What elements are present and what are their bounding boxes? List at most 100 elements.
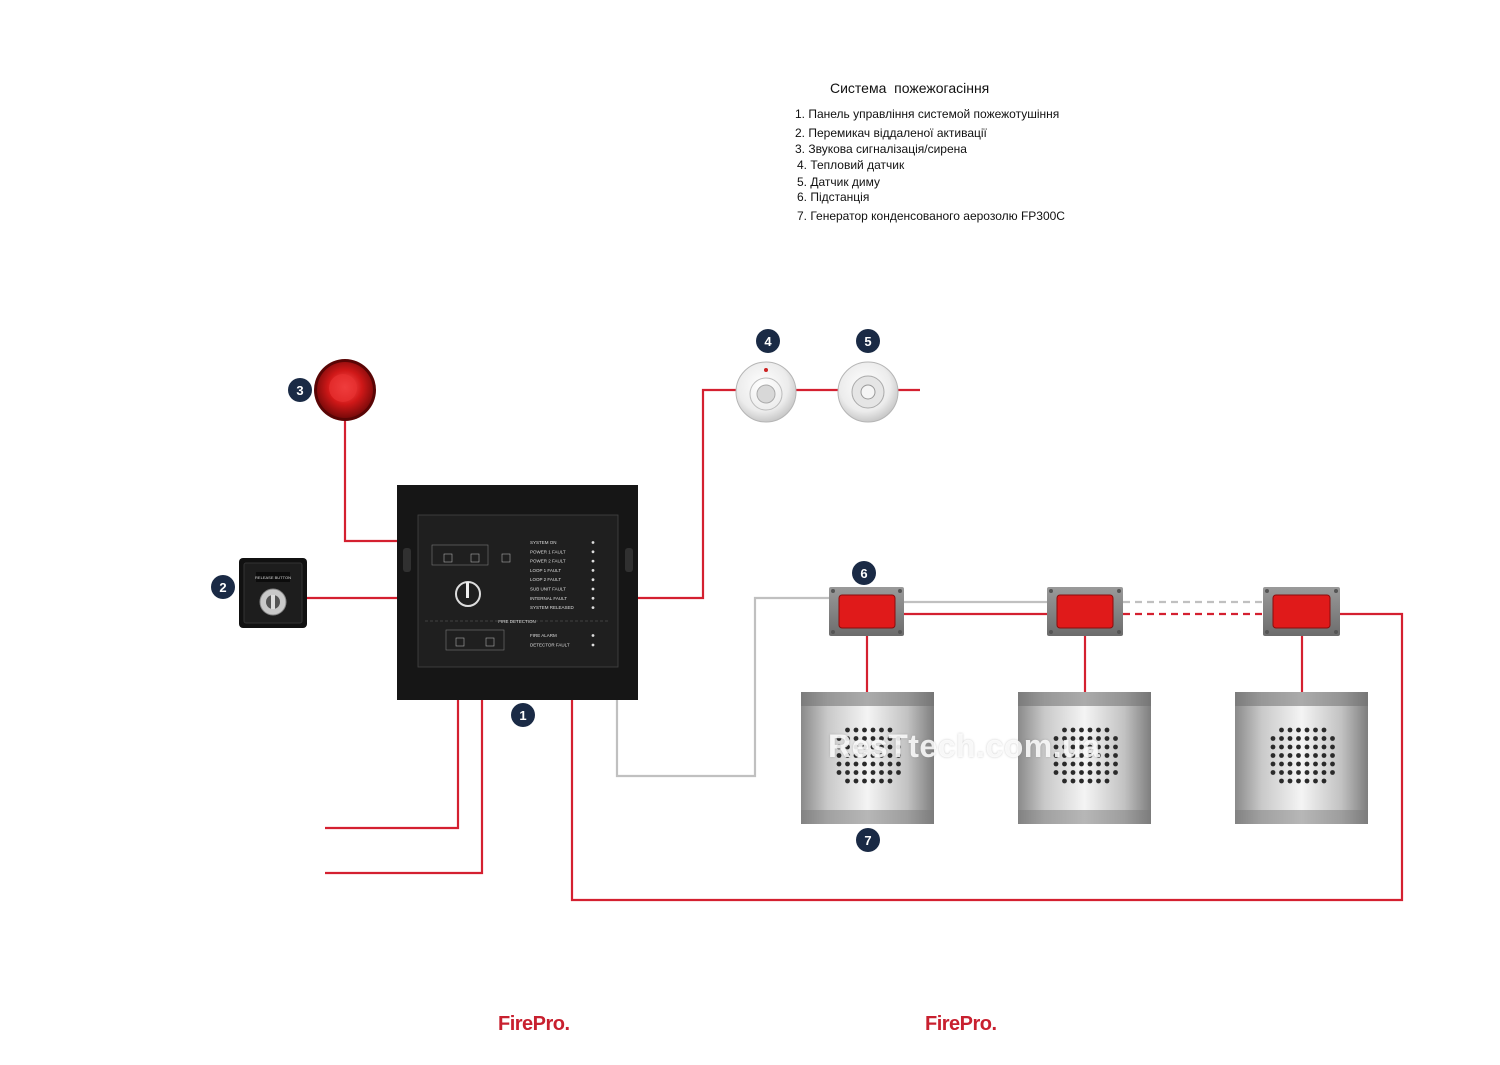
- heat-detector: [735, 361, 797, 423]
- vent-hole: [1062, 778, 1067, 784]
- wiring: [306, 388, 1404, 902]
- svg-text:5: 5: [864, 334, 871, 349]
- vent-hole: [1304, 778, 1310, 784]
- vent-hole: [853, 736, 859, 741]
- vent-hole: [862, 744, 867, 750]
- svg-text:1: 1: [519, 708, 526, 723]
- panel-status-label: INTERNAL FAULT: [530, 596, 567, 601]
- panel-alarm-label: DETECTOR FAULT: [530, 643, 570, 648]
- vent-hole: [870, 727, 876, 733]
- vent-hole: [870, 778, 876, 784]
- vent-hole: [1270, 736, 1276, 741]
- vent-hole: [1270, 753, 1276, 758]
- badge-5: 5: [856, 329, 880, 353]
- vent-hole: [1313, 744, 1318, 750]
- legend-item: 5. Датчик диму: [797, 175, 881, 189]
- legend-item: 1. Панель управління системой пожежотуші…: [795, 107, 1060, 121]
- vent-hole: [896, 744, 901, 750]
- brand-logo: FirePro.: [925, 1013, 997, 1036]
- vent-hole: [862, 778, 867, 784]
- vent-hole: [1096, 778, 1101, 784]
- vent-hole: [870, 744, 876, 750]
- vent-hole: [879, 778, 884, 784]
- vent-hole: [1304, 744, 1310, 750]
- vent-hole: [870, 736, 876, 741]
- vent-hole: [1096, 753, 1101, 758]
- aerosol-generator: [1235, 692, 1368, 824]
- vent-hole: [887, 736, 893, 741]
- vent-hole: [1062, 761, 1067, 767]
- vent-hole: [862, 736, 867, 741]
- panel-status-led: [591, 550, 595, 554]
- vent-hole: [1062, 770, 1067, 775]
- vent-hole: [1079, 744, 1084, 750]
- panel-status-led: [591, 587, 595, 591]
- panel-status-label: SUB UNIT FAULT: [530, 587, 566, 592]
- panel-alarm-led: [591, 634, 595, 637]
- vent-hole: [879, 753, 884, 758]
- vent-hole: [1079, 770, 1084, 775]
- vent-hole: [1079, 761, 1084, 767]
- siren: [314, 359, 376, 421]
- vent-hole: [1096, 761, 1101, 767]
- vent-hole: [853, 727, 859, 733]
- vent-hole: [1070, 761, 1076, 767]
- vent-hole: [1279, 744, 1284, 750]
- vent-hole: [1053, 770, 1059, 775]
- vent-hole: [836, 753, 842, 758]
- vent-hole: [1313, 736, 1318, 741]
- vent-hole: [1330, 744, 1335, 750]
- vent-hole: [887, 778, 893, 784]
- vent-hole: [1313, 761, 1318, 767]
- vent-hole: [1087, 736, 1093, 741]
- vent-hole: [1062, 727, 1067, 733]
- generator-bottom: [801, 810, 934, 824]
- vent-hole: [1087, 778, 1093, 784]
- brand-name: FirePro: [925, 1013, 992, 1035]
- vent-hole: [896, 753, 901, 758]
- vent-hole: [896, 770, 901, 775]
- badge-2: 2: [211, 575, 235, 599]
- generator-top: [1235, 692, 1368, 706]
- panel-alarm-label: FIRE ALARM: [530, 633, 557, 638]
- vent-hole: [1287, 778, 1293, 784]
- vent-hole: [1053, 761, 1059, 767]
- vent-hole: [1096, 736, 1101, 741]
- vent-hole: [887, 770, 893, 775]
- generator-bottom: [1018, 810, 1151, 824]
- vent-hole: [1287, 753, 1293, 758]
- brand-dot: .: [991, 1013, 998, 1035]
- vent-hole: [836, 770, 842, 775]
- vent-hole: [1330, 753, 1335, 758]
- vent-hole: [1287, 761, 1293, 767]
- vent-hole: [1062, 736, 1067, 741]
- vent-hole: [879, 736, 884, 741]
- svg-text:7: 7: [864, 833, 871, 848]
- panel-status-led: [591, 559, 595, 563]
- vent-hole: [1279, 736, 1284, 741]
- vent-hole: [1279, 778, 1284, 784]
- vent-hole: [845, 744, 850, 750]
- vent-hole: [1053, 753, 1059, 758]
- substation: [1047, 587, 1123, 636]
- vent-hole: [887, 744, 893, 750]
- svg-text:4: 4: [764, 334, 772, 349]
- vent-hole: [1321, 770, 1327, 775]
- vent-hole: [1104, 753, 1110, 758]
- vent-hole: [1079, 778, 1084, 784]
- vent-hole: [1296, 753, 1301, 758]
- vent-hole: [870, 770, 876, 775]
- vent-hole: [1113, 761, 1118, 767]
- vent-hole: [1053, 736, 1059, 741]
- panel-status-led: [591, 541, 595, 544]
- vent-hole: [1330, 761, 1335, 767]
- legend-item: 6. Підстанція: [797, 190, 870, 204]
- wire-out-1: [325, 700, 460, 830]
- vent-hole: [1296, 761, 1301, 767]
- vent-hole: [1296, 727, 1301, 733]
- legend-item: 2. Перемикач віддаленої активації: [795, 126, 987, 140]
- vent-hole: [845, 778, 850, 784]
- remote-activation-switch: RELEASE BUTTON: [239, 558, 307, 628]
